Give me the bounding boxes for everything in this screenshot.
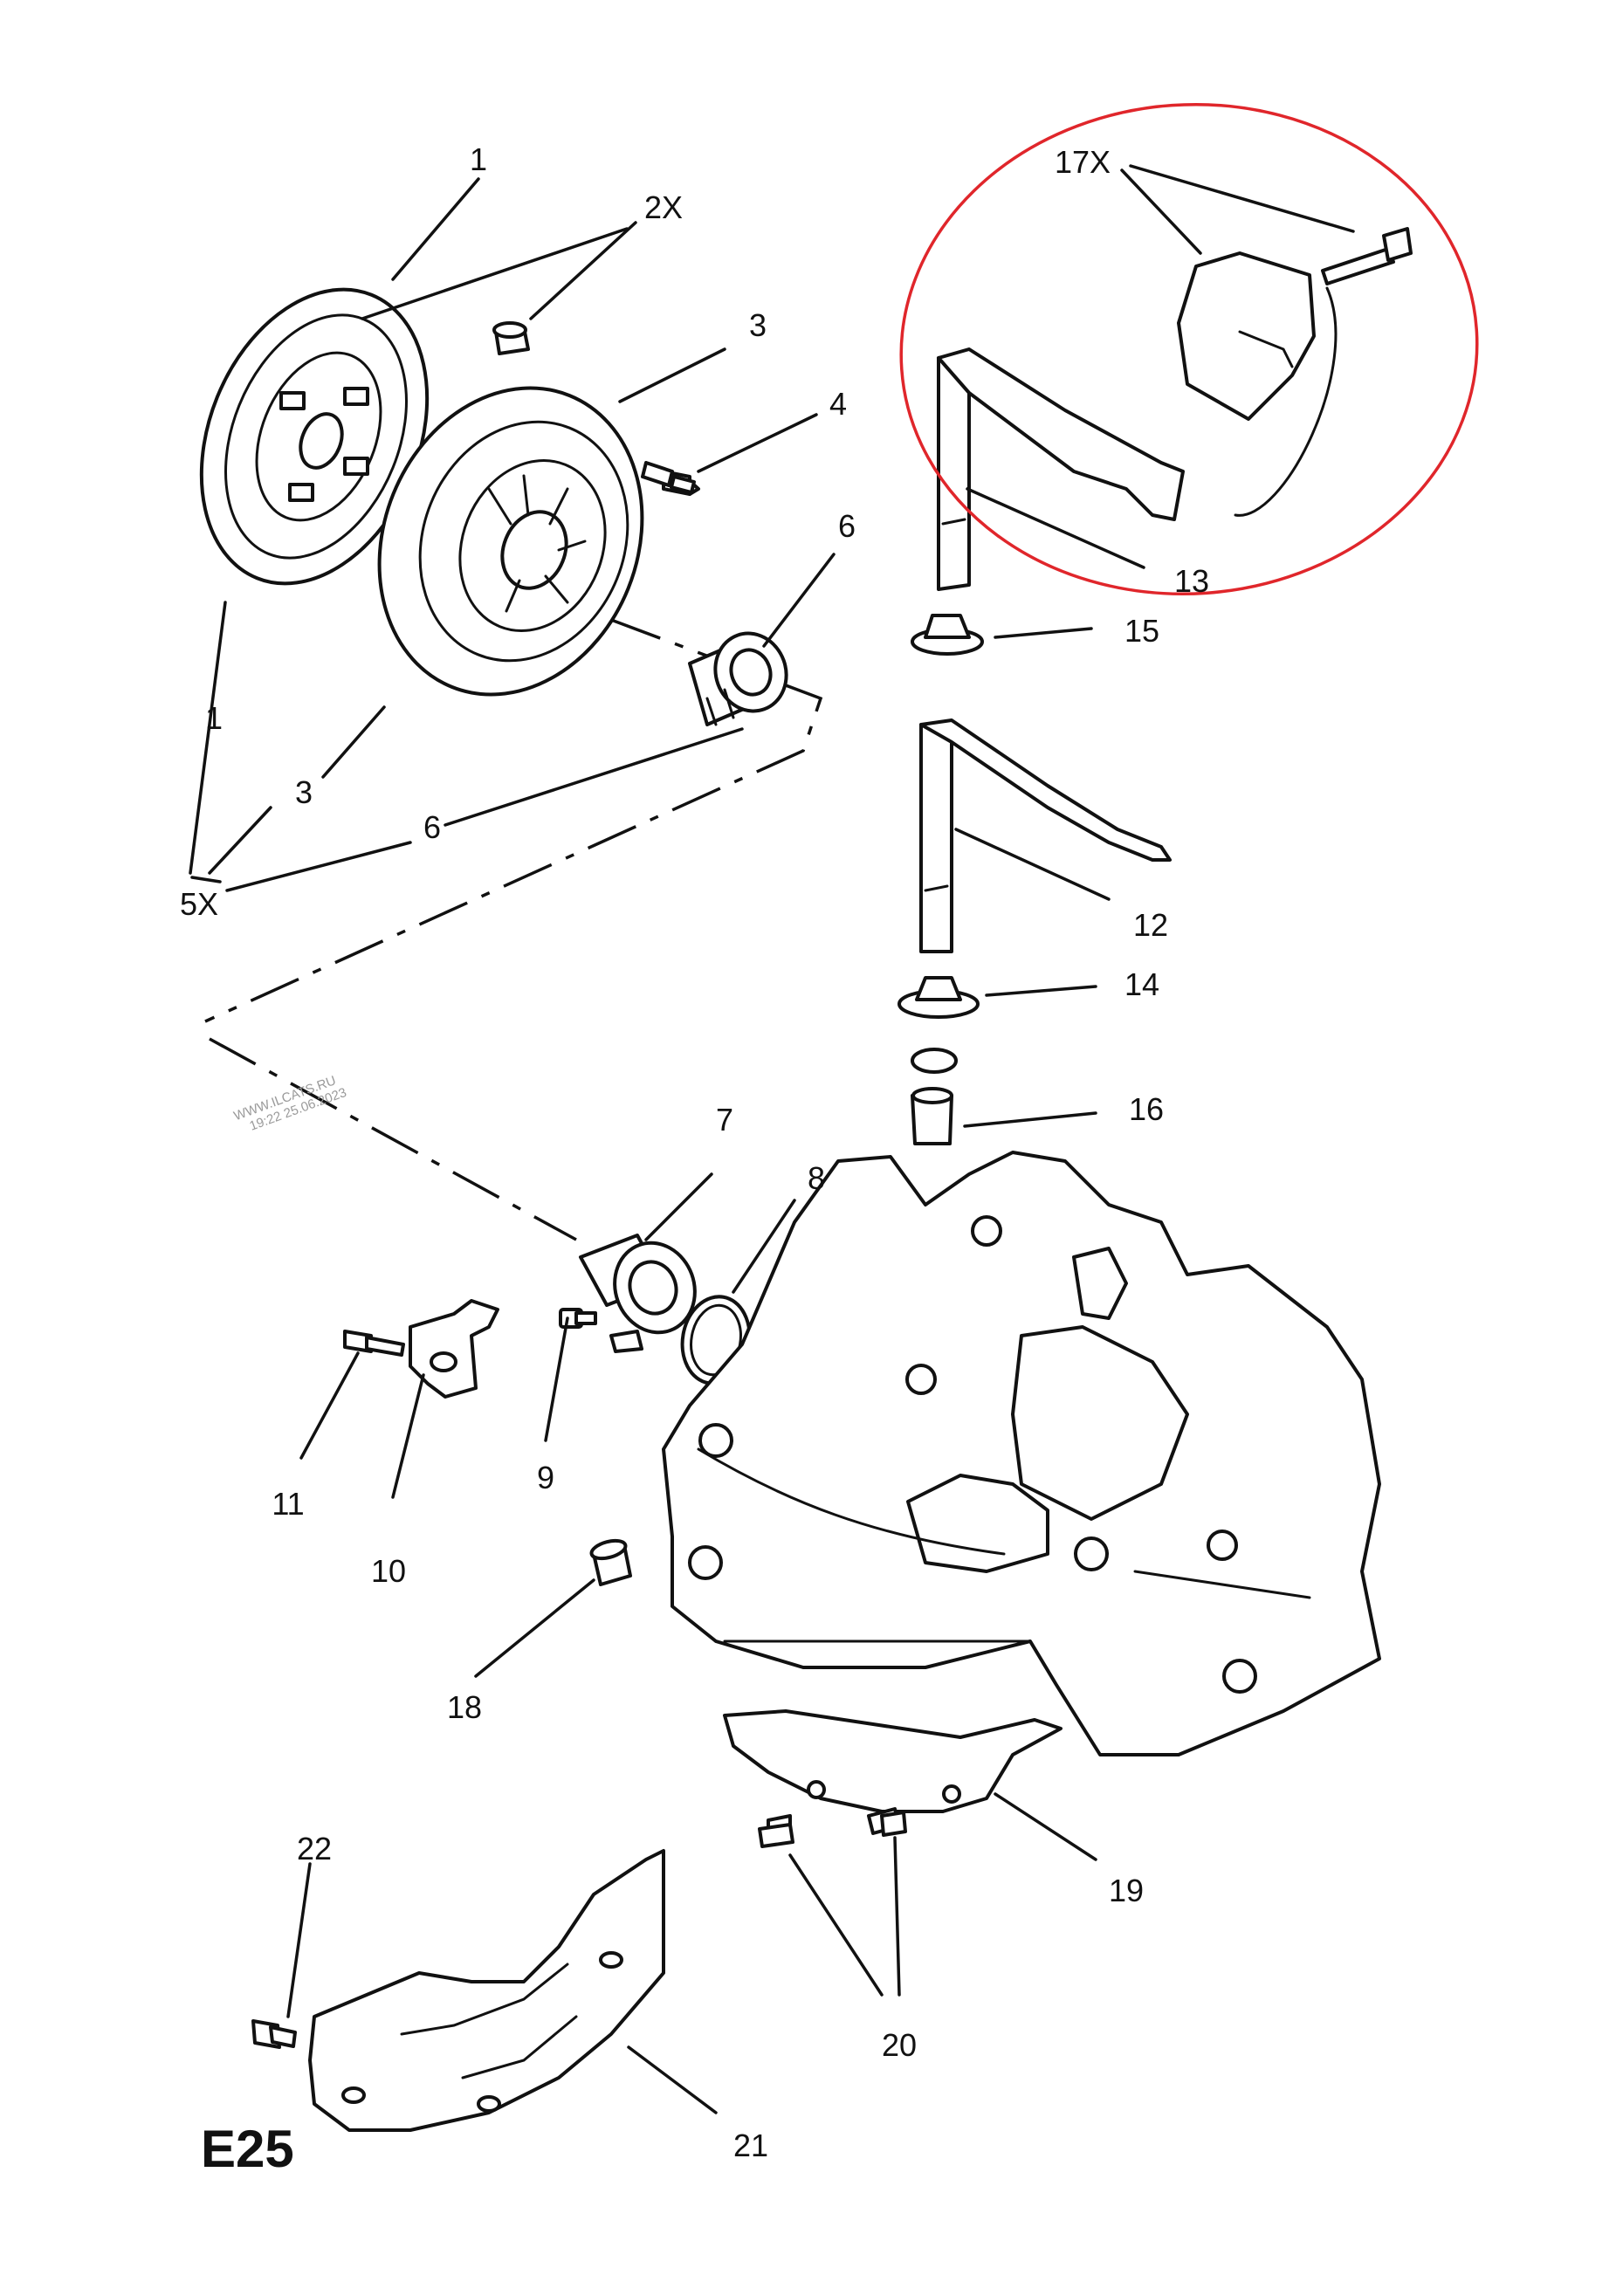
part-20-bolt-b[interactable] xyxy=(867,1807,907,1837)
part-2x-rivet[interactable] xyxy=(492,321,530,355)
callout-5x: 5X xyxy=(180,886,218,922)
callout-2x: 2X xyxy=(644,189,683,225)
assembly-axis-lower xyxy=(209,1037,577,1241)
callout-7: 7 xyxy=(716,1102,733,1138)
part-14-washer xyxy=(911,1048,958,1074)
part-20-bolt-a[interactable] xyxy=(758,1814,794,1848)
watermark: WWW.ILCATS.RU 19:22 25.06.2023 xyxy=(232,1073,349,1134)
callout-15: 15 xyxy=(1124,613,1159,649)
part-7-guide-sleeve[interactable] xyxy=(579,1232,707,1353)
part-13-shift-rod[interactable] xyxy=(937,347,1185,591)
highlight-ellipse xyxy=(899,102,1479,596)
diagram-code: E25 xyxy=(201,2120,294,2178)
part-14-boot[interactable] xyxy=(897,976,980,1019)
callout-1-top: 1 xyxy=(470,141,487,177)
callout-22: 22 xyxy=(297,1831,332,1866)
part-22-bolt[interactable] xyxy=(251,2019,297,2049)
part-16-bushing[interactable] xyxy=(911,1087,953,1145)
callout-1-bottom: 1 xyxy=(205,700,223,736)
part-1-clutch-disc[interactable] xyxy=(160,256,469,617)
callout-6-bottom: 6 xyxy=(423,809,441,845)
callout-12: 12 xyxy=(1133,907,1168,943)
callout-6-top: 6 xyxy=(838,508,856,544)
callout-8: 8 xyxy=(808,1160,825,1196)
part-4-bolt-shank xyxy=(641,461,674,487)
part-9-bolt[interactable] xyxy=(559,1308,597,1329)
callout-9: 9 xyxy=(537,1460,554,1495)
part-21-flywheel-shield[interactable] xyxy=(308,1849,665,2132)
callout-11: 11 xyxy=(272,1486,304,1522)
part-11-bolt[interactable] xyxy=(343,1330,405,1357)
part-19-cover-plate[interactable] xyxy=(723,1709,1063,1813)
transmission-housing xyxy=(662,1151,1381,1756)
callout-20: 20 xyxy=(882,2027,917,2063)
callout-16: 16 xyxy=(1129,1091,1164,1127)
leader-lines xyxy=(189,164,1355,2114)
part-3-pressure-plate[interactable] xyxy=(334,348,687,734)
callout-10: 10 xyxy=(371,1553,406,1589)
callout-21: 21 xyxy=(733,2128,768,2163)
part-12-shift-rod[interactable] xyxy=(919,718,1172,953)
callout-4: 4 xyxy=(829,386,847,422)
callout-3-bottom: 3 xyxy=(295,774,313,810)
part-17x-cover[interactable] xyxy=(1177,227,1413,517)
callout-3-top: 3 xyxy=(749,307,767,343)
part-15-boot[interactable] xyxy=(911,614,984,656)
callout-13: 13 xyxy=(1174,563,1209,599)
callout-18: 18 xyxy=(447,1689,482,1725)
callout-19: 19 xyxy=(1109,1873,1144,1908)
callout-14: 14 xyxy=(1124,966,1159,1002)
part-10-release-fork[interactable] xyxy=(409,1299,499,1399)
part-18-dowel-sleeve[interactable] xyxy=(589,1537,632,1586)
part-6-release-bearing[interactable] xyxy=(688,623,797,726)
callout-17x: 17X xyxy=(1055,144,1111,180)
